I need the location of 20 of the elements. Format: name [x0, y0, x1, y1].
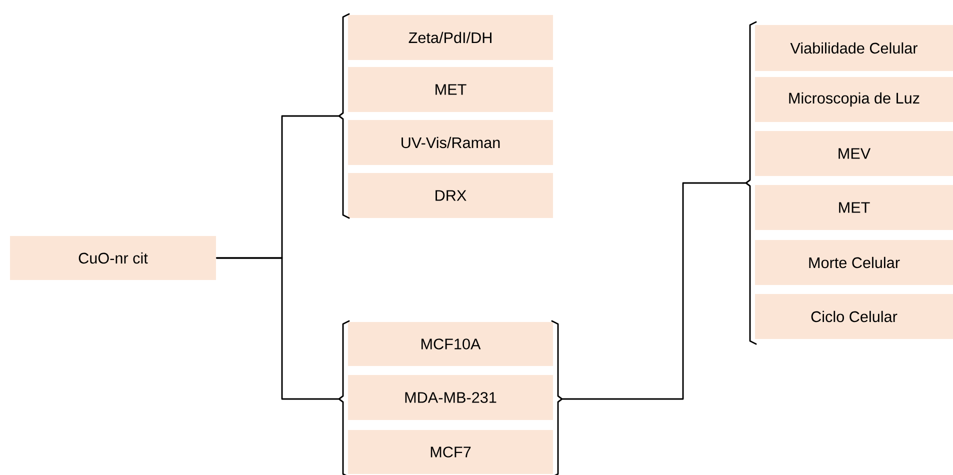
bracket — [338, 13, 350, 219]
process-box: MET — [755, 185, 953, 230]
process-box: Morte Celular — [755, 240, 953, 285]
process-box: Viabilidade Celular — [755, 25, 953, 71]
process-box: Ciclo Celular — [755, 294, 953, 339]
process-box: Zeta/PdI/DH — [348, 15, 553, 60]
bracket — [745, 21, 757, 345]
process-box: DRX — [348, 173, 553, 218]
process-box: CuO-nr cit — [10, 236, 216, 280]
process-box: MEV — [755, 131, 953, 176]
process-box: UV-Vis/Raman — [348, 120, 553, 165]
process-box: MCF10A — [348, 322, 553, 366]
connector-line — [562, 182, 746, 400]
bracket — [551, 320, 563, 475]
connector-line — [216, 257, 339, 400]
process-box: MET — [348, 67, 553, 112]
process-box: MCF7 — [348, 430, 553, 474]
bracket — [338, 320, 350, 475]
process-box: MDA-MB-231 — [348, 375, 553, 420]
process-box: Microscopia de Luz — [755, 77, 953, 122]
